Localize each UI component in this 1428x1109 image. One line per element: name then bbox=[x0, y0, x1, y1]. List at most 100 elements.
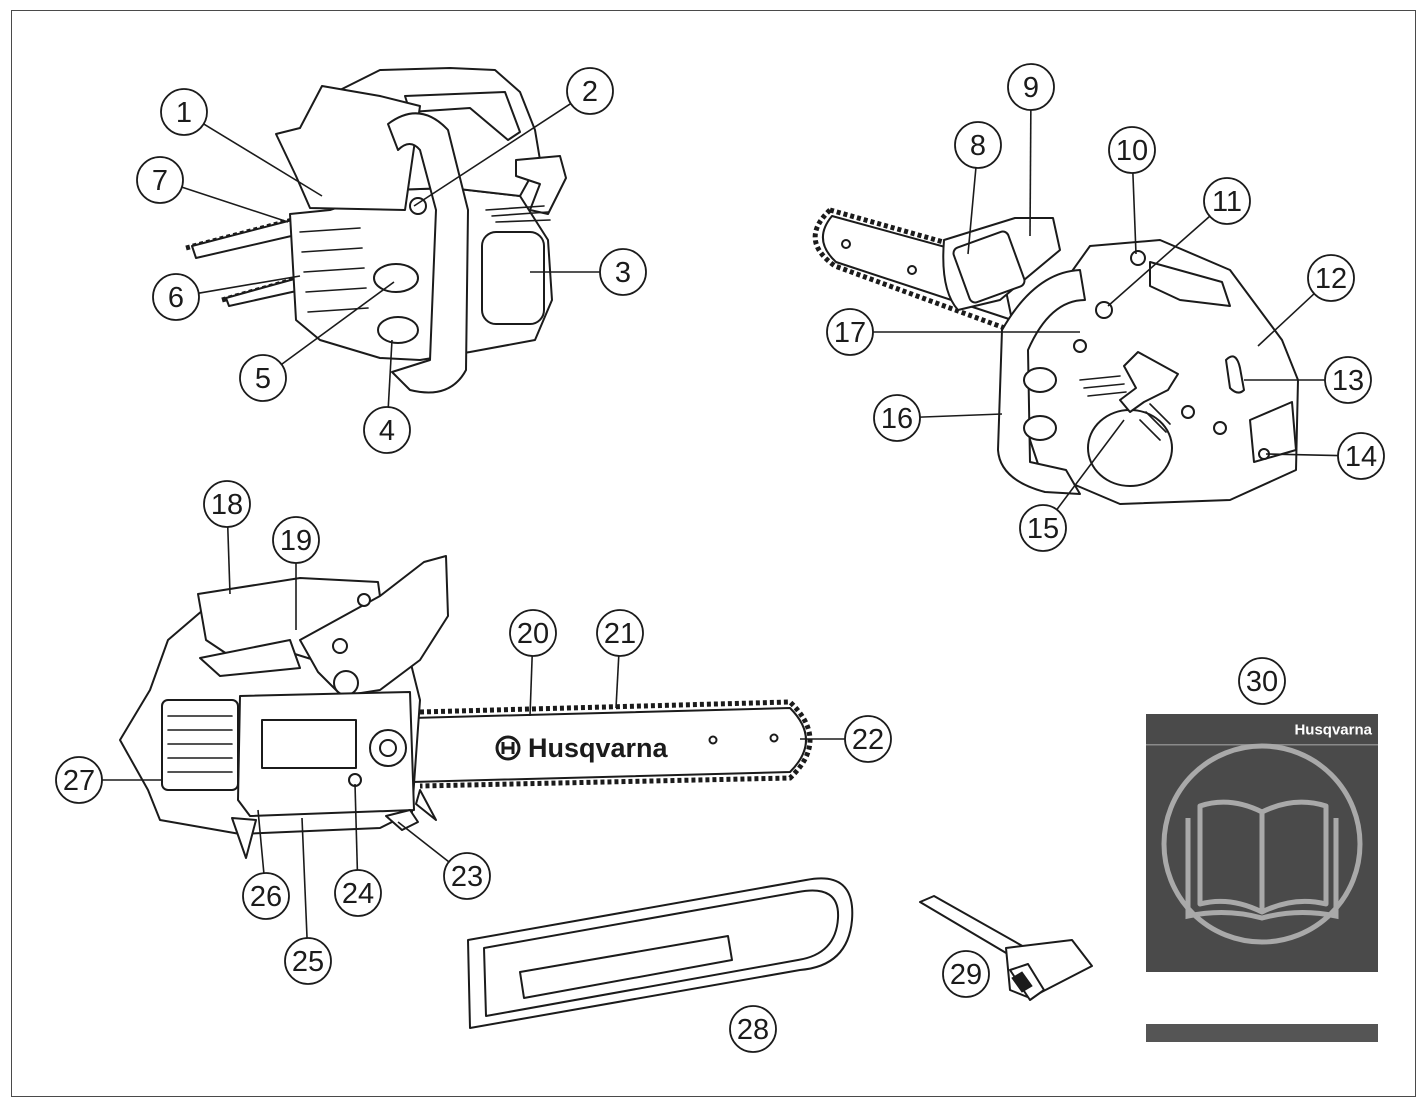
callout-number: 6 bbox=[168, 282, 184, 314]
callout-circle bbox=[729, 1005, 777, 1053]
callout-18: 18 bbox=[203, 480, 251, 528]
callout-circle bbox=[1019, 504, 1067, 552]
callout-number: 11 bbox=[1212, 186, 1242, 218]
leader-line-20 bbox=[529, 655, 533, 717]
callout-3: 3 bbox=[599, 248, 647, 296]
callout-number: 9 bbox=[1023, 72, 1039, 104]
callout-circle bbox=[1203, 177, 1251, 225]
callout-23: 23 bbox=[443, 852, 491, 900]
chainsaw-rear-view bbox=[812, 207, 1299, 505]
callout-circle bbox=[1007, 63, 1055, 111]
callout-number: 23 bbox=[451, 861, 483, 893]
callout-circle bbox=[1108, 126, 1156, 174]
callout-circle bbox=[942, 950, 990, 998]
manual-bottom-band bbox=[1146, 1024, 1378, 1042]
callout-number: 5 bbox=[255, 363, 271, 395]
callout-number: 7 bbox=[152, 165, 168, 197]
callout-15: 15 bbox=[1019, 504, 1067, 552]
callout-circle bbox=[203, 480, 251, 528]
callout-circle bbox=[1238, 657, 1286, 705]
callout-circle bbox=[844, 715, 892, 763]
husqvarna-logo-icon bbox=[495, 735, 521, 761]
chainsaw-side-view: Husqvarna bbox=[119, 555, 813, 859]
leader-line-16 bbox=[919, 413, 1003, 418]
callout-circle bbox=[1337, 432, 1385, 480]
callout-circle bbox=[826, 308, 874, 356]
leader-line-18 bbox=[226, 526, 231, 595]
callout-30: 30 bbox=[1238, 657, 1286, 705]
callout-8: 8 bbox=[954, 121, 1002, 169]
callout-number: 25 bbox=[292, 946, 324, 978]
rear-view-starter-cover bbox=[1087, 409, 1173, 487]
bar-guard bbox=[467, 877, 854, 1029]
callout-number: 12 bbox=[1315, 263, 1347, 295]
side-view-guide-bar bbox=[411, 707, 807, 783]
callout-number: 18 bbox=[211, 489, 243, 521]
callout-number: 21 bbox=[604, 618, 636, 650]
leader-line-11 bbox=[1107, 215, 1211, 307]
callout-22: 22 bbox=[844, 715, 892, 763]
callout-7: 7 bbox=[136, 156, 184, 204]
leader-lines bbox=[102, 102, 1339, 939]
callout-number: 1 bbox=[176, 97, 192, 129]
leader-line-7 bbox=[181, 186, 289, 223]
leader-line-25 bbox=[301, 817, 308, 939]
leader-line-8 bbox=[967, 167, 977, 255]
callout-number: 26 bbox=[250, 881, 282, 913]
leader-line-23 bbox=[397, 821, 450, 863]
callout-19: 19 bbox=[272, 516, 320, 564]
callout-circle bbox=[363, 406, 411, 454]
leader-line-9 bbox=[1029, 109, 1032, 237]
primer-knob bbox=[377, 316, 419, 344]
callout-number: 8 bbox=[970, 130, 986, 162]
leader-line-24 bbox=[354, 783, 359, 871]
callout-number: 14 bbox=[1345, 441, 1377, 473]
side-view-hand-guard bbox=[299, 555, 449, 697]
callout-16: 16 bbox=[873, 394, 921, 442]
callout-27: 27 bbox=[55, 756, 103, 804]
callout-circle bbox=[160, 88, 208, 136]
callout-number: 17 bbox=[834, 317, 866, 349]
callout-number: 28 bbox=[737, 1014, 769, 1046]
combination-spanner bbox=[919, 895, 1093, 1001]
callout-circle bbox=[954, 121, 1002, 169]
callout-circle bbox=[272, 516, 320, 564]
callout-24: 24 bbox=[334, 869, 382, 917]
callout-11: 11 bbox=[1203, 177, 1251, 225]
callout-14: 14 bbox=[1337, 432, 1385, 480]
operators-manual: Husqvarna bbox=[1146, 714, 1378, 1042]
callout-circle bbox=[136, 156, 184, 204]
callout-number: 24 bbox=[342, 878, 374, 910]
callout-26: 26 bbox=[242, 872, 290, 920]
callout-number: 29 bbox=[950, 959, 982, 991]
callout-2: 2 bbox=[566, 67, 614, 115]
callout-circle bbox=[509, 609, 557, 657]
callout-29: 29 bbox=[942, 950, 990, 998]
callout-circle bbox=[242, 872, 290, 920]
leader-line-10 bbox=[1132, 172, 1137, 255]
callout-12: 12 bbox=[1307, 254, 1355, 302]
callout-6: 6 bbox=[152, 273, 200, 321]
callout-circle bbox=[599, 248, 647, 296]
rear-view-chain bbox=[812, 208, 1011, 333]
leader-line-2 bbox=[413, 102, 572, 207]
front-view-starter-cover bbox=[481, 231, 545, 325]
callout-circle bbox=[1307, 254, 1355, 302]
leader-line-14 bbox=[1265, 453, 1339, 457]
callout-circle bbox=[55, 756, 103, 804]
callout-number: 3 bbox=[615, 257, 631, 289]
callout-number: 22 bbox=[852, 724, 884, 756]
side-view-chain bbox=[419, 699, 813, 789]
callout-circle bbox=[443, 852, 491, 900]
side-view-air-intake bbox=[161, 699, 239, 791]
callout-4: 4 bbox=[363, 406, 411, 454]
leader-line-1 bbox=[203, 123, 323, 197]
callout-17: 17 bbox=[826, 308, 874, 356]
callout-13: 13 bbox=[1324, 356, 1372, 404]
callout-20: 20 bbox=[509, 609, 557, 657]
diagram-frame bbox=[11, 10, 1416, 1097]
open-book-icon bbox=[1161, 743, 1363, 945]
starter-handle bbox=[1119, 351, 1179, 413]
